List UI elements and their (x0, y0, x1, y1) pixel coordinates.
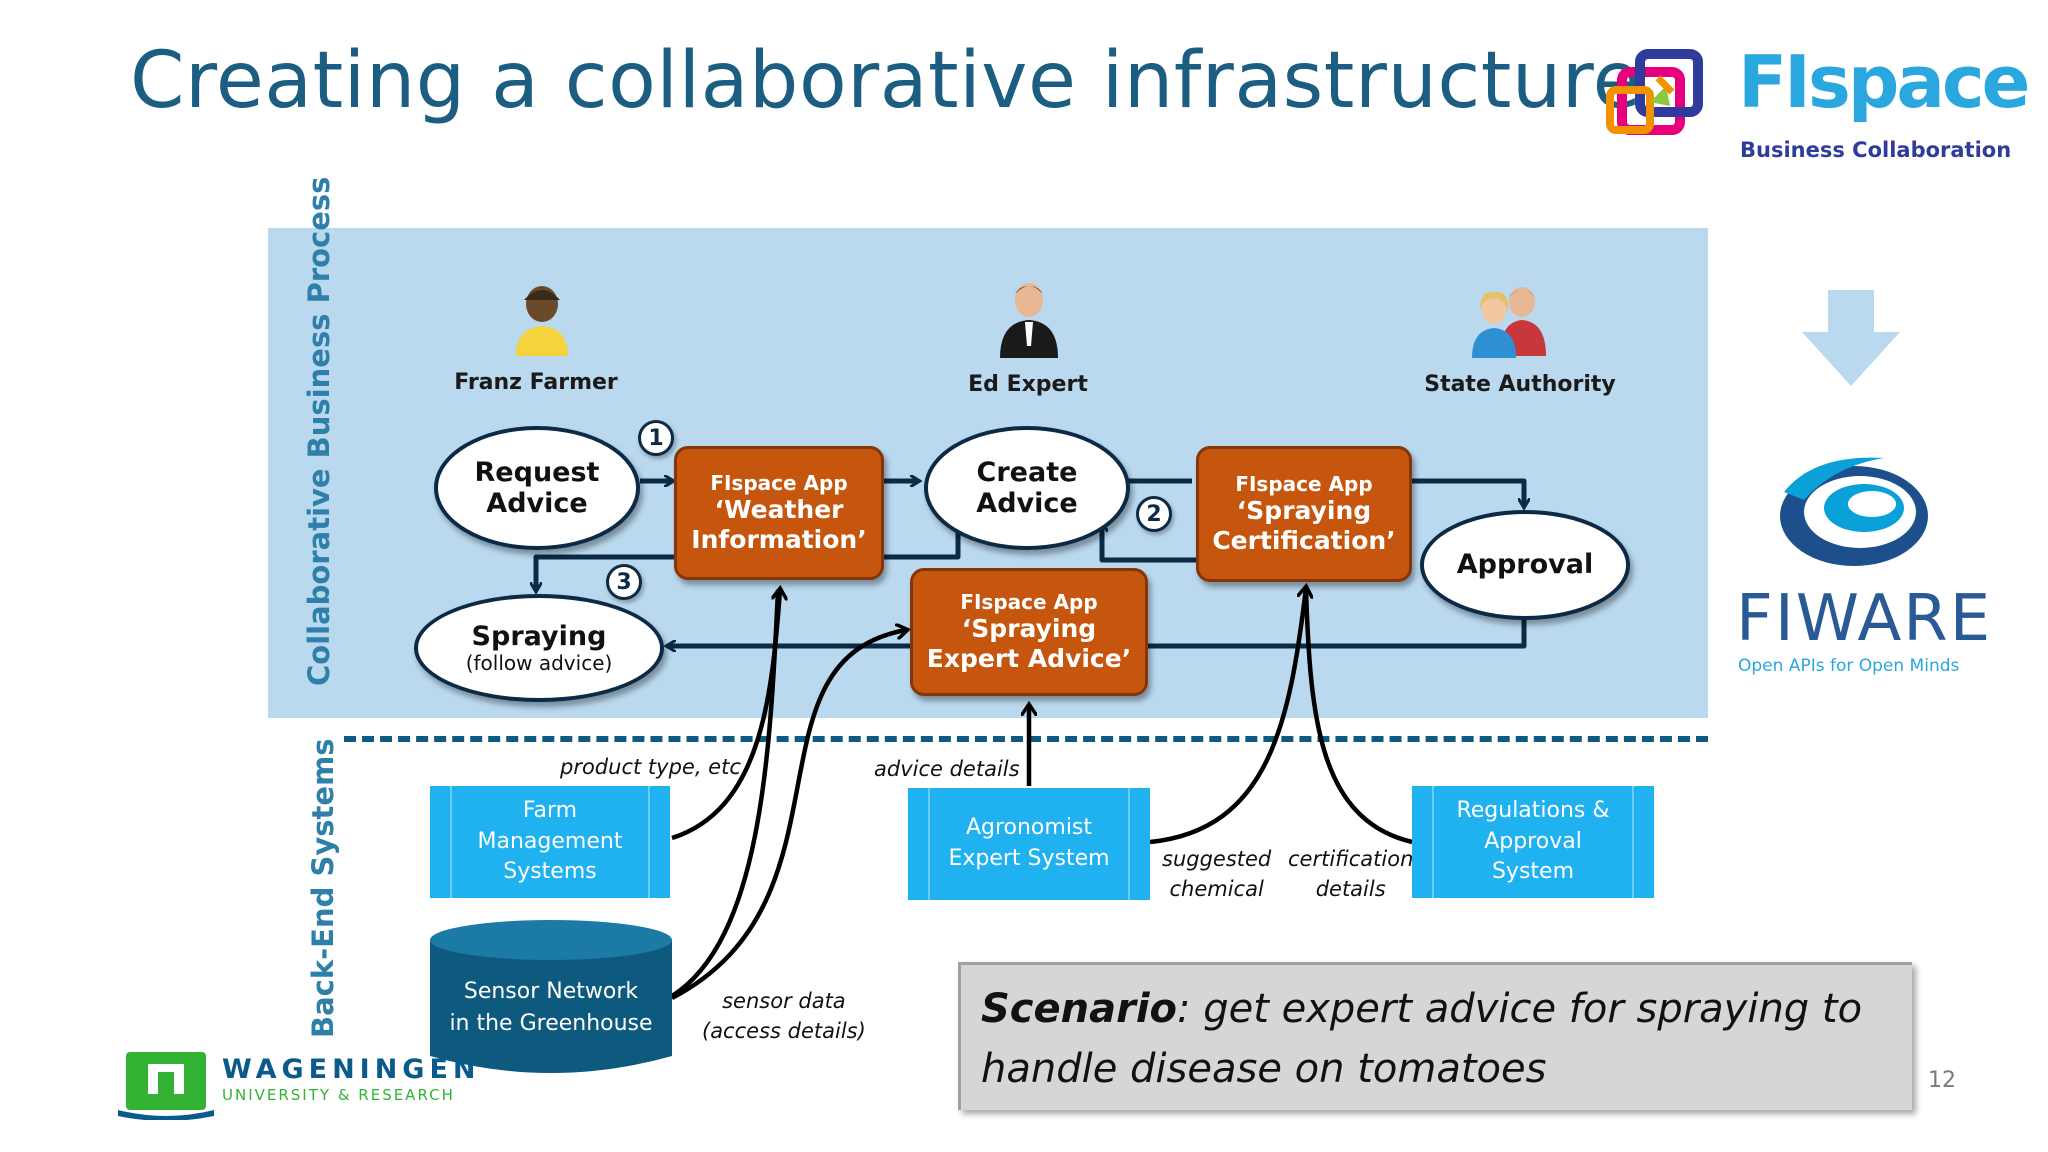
certification-line2: details (1315, 877, 1386, 902)
fispace-tagline: Business Collaboration (1740, 138, 2012, 162)
regulations-approval-system: Regulations & Approval System (1412, 786, 1654, 898)
suggested-chemical-label: suggested chemical (1162, 844, 1271, 905)
fiware-swirl-icon (1780, 457, 1928, 566)
regulations-line1: Regulations & (1456, 797, 1610, 823)
farm-management-systems: Farm Management Systems (430, 786, 670, 898)
sensor-data-line1: sensor data (722, 989, 846, 1013)
arrow-to-create-2 (1102, 524, 1196, 563)
agronomist-line1: Agronomist (965, 815, 1093, 841)
fiware-logo: FIWARE Open APIs for Open Minds (1728, 452, 1990, 682)
regulations-line2: Approval (1484, 828, 1582, 854)
slide-title: Creating a collaborative infrastructure (130, 36, 1642, 126)
sensor-network-database: Sensor Network in the Greenhouse (430, 920, 672, 1076)
expert-label: Ed Expert (968, 372, 1088, 397)
scenario-text1: : get expert advice for spraying to (1177, 986, 1863, 1032)
create-advice-node: Create Advice (924, 426, 1130, 550)
curve-agronomist-to-certification (1149, 588, 1306, 845)
agronomist-expert-system: Agronomist Expert System (908, 788, 1150, 900)
expert-icon (1000, 283, 1058, 358)
certification-details-label: certification details (1288, 844, 1413, 905)
weather-app-caption: FIspace App (710, 471, 848, 495)
step-3-badge: 3 (606, 564, 642, 600)
regulations-line3: System (1491, 859, 1575, 885)
fispace-logo-icon (1606, 49, 1703, 135)
expert-avatar (998, 276, 1060, 364)
page-number: 12 (1928, 1068, 1956, 1093)
expert-app-caption: FIspace App (960, 590, 1098, 614)
weather-information-app: FIspace App ‘Weather Information’ (674, 446, 884, 580)
scenario-keyword: Scenario (981, 986, 1178, 1032)
approval-label: Approval (1456, 549, 1594, 581)
sensor-line1: Sensor Network (463, 979, 639, 1004)
section-divider (344, 736, 1708, 742)
farm-line1: Farm (522, 797, 578, 823)
sensor-data-label: sensor data (access details) (702, 986, 866, 1047)
spraying-expert-advice-app: FIspace App ‘Spraying Expert Advice’ (910, 568, 1148, 696)
down-arrow-icon (1802, 290, 1900, 386)
certification-app-line2: Certification’ (1212, 526, 1396, 555)
product-type-label: product type, etc. (560, 755, 748, 779)
scenario-box: Scenario: get expert advice for spraying… (958, 962, 1912, 1110)
scenario-line2: handle disease on tomatoes (981, 1046, 1547, 1092)
certification-app-line1: ‘Spraying (1236, 496, 1372, 525)
wageningen-name: WAGENINGEN (222, 1054, 481, 1085)
certification-app-caption: FIspace App (1235, 472, 1373, 496)
curve-farm-to-weather (671, 590, 780, 841)
farmer-icon (516, 286, 568, 356)
spraying-node: Spraying (follow advice) (414, 594, 664, 702)
certification-line1: certification (1288, 847, 1414, 871)
spraying-sublabel: (follow advice) (465, 651, 613, 676)
step-2-badge: 2 (1136, 496, 1172, 532)
fispace-logo: FIspace Business Collaboration (1598, 40, 2030, 170)
approval-node: Approval (1420, 510, 1630, 620)
curve-regulations-to-certification (1303, 587, 1413, 845)
wageningen-logo: WAGENINGEN UNIVERSITY & RESEARCH (118, 1050, 478, 1122)
sensor-line2: in the Greenhouse (449, 1010, 653, 1036)
fispace-wordmark: FIspace (1738, 40, 2030, 124)
fiware-tagline: Open APIs for Open Minds (1738, 656, 1960, 676)
farmer-avatar (512, 278, 572, 362)
create-advice-line1: Create (976, 456, 1078, 488)
curve-sensor-to-expert (670, 630, 906, 1000)
weather-app-line2: Information’ (691, 525, 867, 554)
fiware-wordmark: FIWARE (1736, 582, 1993, 656)
agronomist-line2: Expert System (948, 846, 1110, 871)
expert-app-line2: Expert Advice’ (926, 644, 1132, 673)
expert-app-line1: ‘Spraying (961, 614, 1097, 643)
arrow-certification-to-approval (1412, 478, 1524, 506)
suggested-line2: chemical (1169, 877, 1264, 902)
sensor-data-line2: (access details) (702, 1019, 866, 1044)
create-advice-line2: Advice (976, 488, 1078, 519)
advice-details-label: advice details (874, 757, 1020, 781)
database-icon (430, 920, 672, 1073)
farm-line3: Systems (503, 859, 597, 885)
authority-icon (1472, 287, 1546, 358)
arrow-weather-to-spraying (536, 554, 680, 590)
request-advice-line2: Advice (486, 488, 588, 519)
spraying-certification-app: FIspace App ‘Spraying Certification’ (1196, 446, 1412, 582)
authority-avatar (1464, 276, 1554, 364)
authority-label: State Authority (1424, 372, 1616, 397)
farmer-label: Franz Farmer (454, 370, 618, 395)
scenario-line1: Scenario: get expert advice for spraying… (981, 979, 1892, 1039)
spraying-label: Spraying (471, 620, 607, 652)
request-advice-node: Request Advice (434, 426, 640, 550)
arrow-approval-to-spraying (1146, 610, 1527, 649)
suggested-line1: suggested (1162, 847, 1272, 871)
wageningen-tagline: UNIVERSITY & RESEARCH (222, 1086, 455, 1104)
request-advice-line1: Request (474, 456, 600, 488)
wageningen-emblem-icon (118, 1052, 214, 1120)
step-1-badge: 1 (638, 420, 674, 456)
curve-sensor-to-weather (670, 589, 781, 998)
weather-app-line1: ‘Weather (714, 495, 844, 524)
farm-line2: Management (477, 828, 623, 854)
